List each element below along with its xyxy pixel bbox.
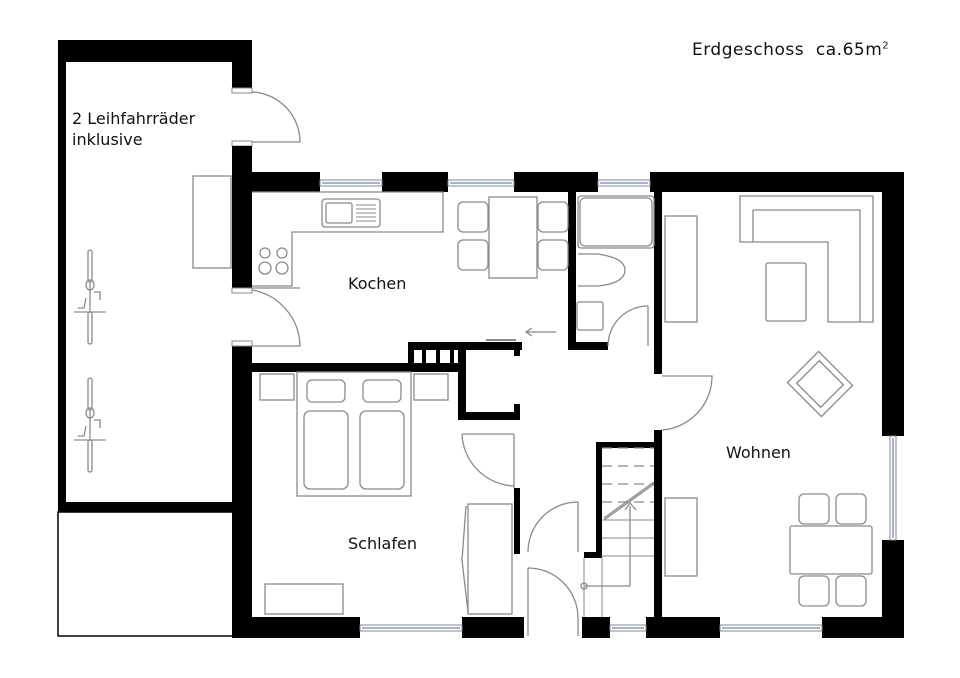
- kitchen-furniture: [192, 175, 569, 287]
- room-label-living: Wohnen: [726, 443, 791, 462]
- bathroom-fixtures: [576, 195, 655, 331]
- bike-label-line1: 2 Leihfahrräder: [72, 109, 196, 128]
- windows: [319, 179, 897, 632]
- room-label-bedroom: Schlafen: [348, 534, 417, 553]
- area-prefix: ca.: [815, 40, 843, 60]
- area-value: 65m: [842, 40, 883, 60]
- bike-storage-label: 2 Leihfahrräder inklusive: [72, 108, 242, 150]
- bicycle-icon: [74, 249, 106, 345]
- bedroom-furniture: [259, 371, 513, 615]
- bicycle-icon: [74, 377, 106, 473]
- bike-label-line2: inklusive: [72, 130, 143, 149]
- doors: [231, 287, 713, 636]
- living-furniture: [664, 195, 874, 607]
- floor-name: Erdgeschoss: [692, 40, 805, 60]
- area-unit: 2: [882, 40, 890, 52]
- staircase: [580, 447, 655, 617]
- exterior-walls: [232, 146, 904, 638]
- interior-walls: [252, 192, 662, 620]
- floor-title: Erdgeschoss ca.65m2: [692, 40, 889, 60]
- room-label-kitchen: Kochen: [348, 274, 407, 293]
